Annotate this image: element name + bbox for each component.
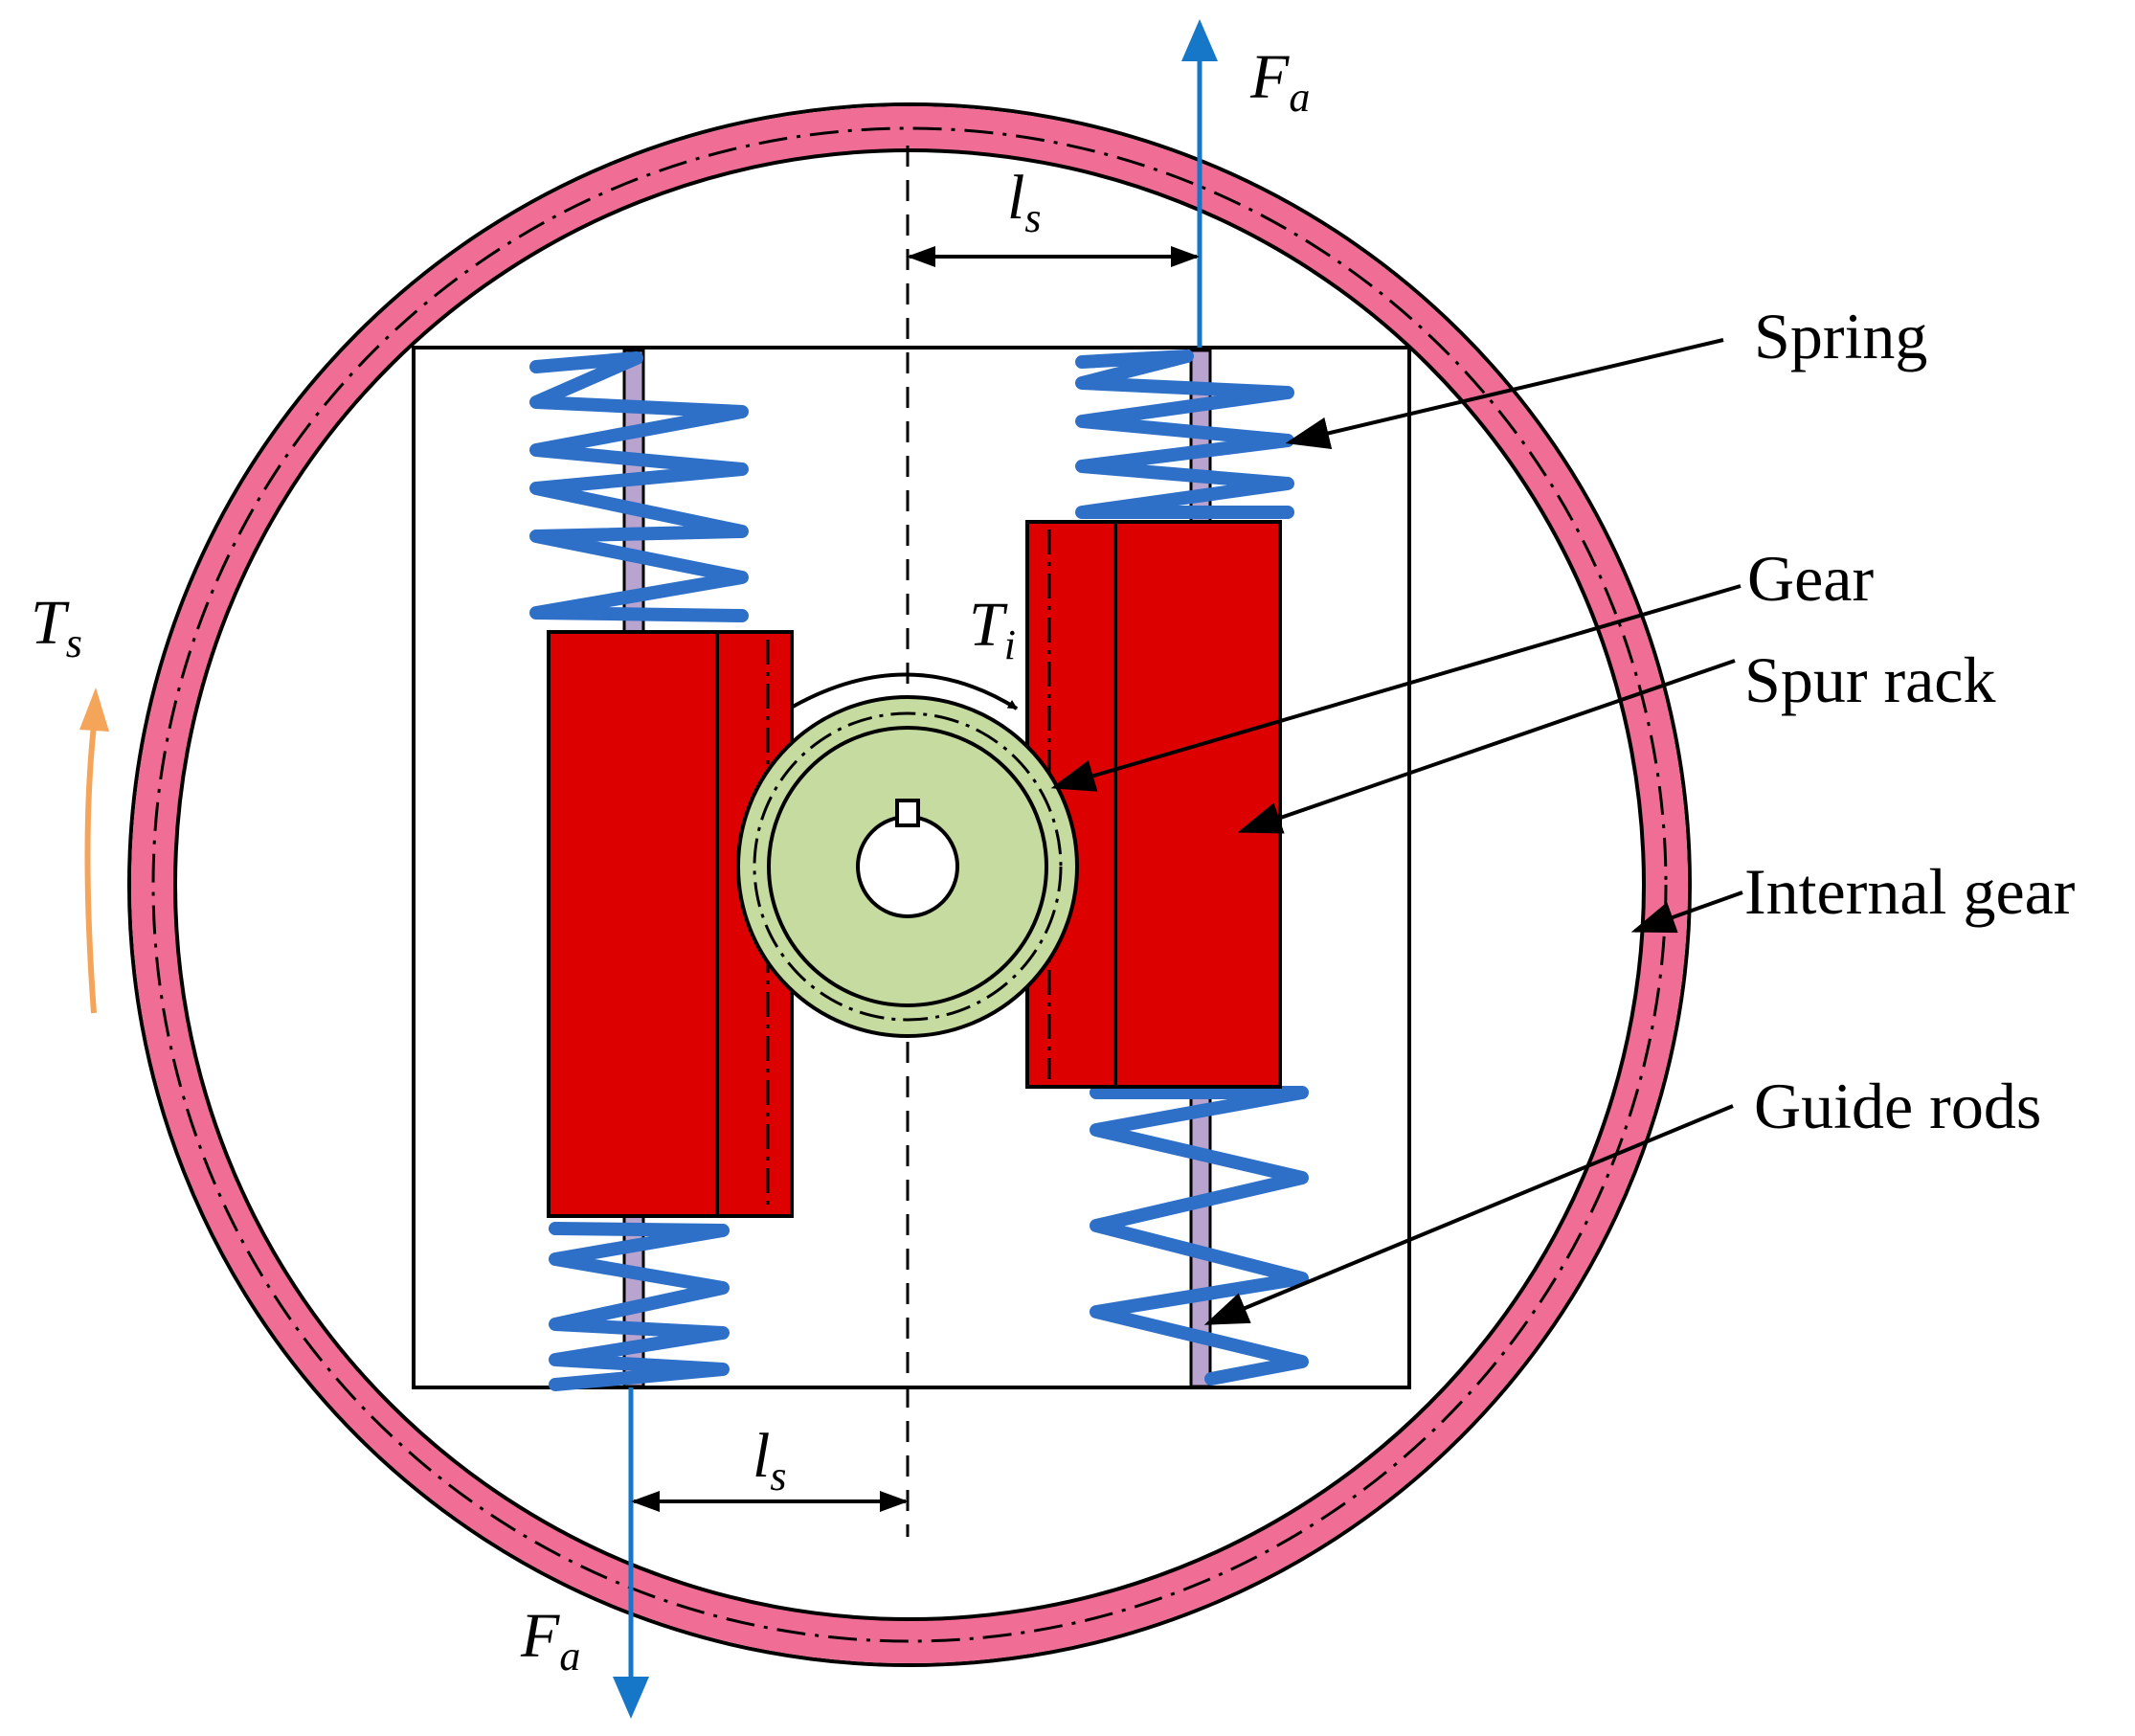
pitch-circle: [151, 126, 1668, 1643]
symbol-fa-bottom: Fa: [520, 1601, 580, 1680]
symbol-ls-bottom: ls: [753, 1421, 786, 1499]
leader-lines: [1050, 338, 1743, 1325]
frame-box: [412, 346, 1411, 1389]
torque-output-arrow: [79, 688, 109, 1014]
springs: [529, 349, 1309, 1391]
force-arrow-top: [1181, 19, 1218, 348]
leader-spur-rack: [1237, 659, 1736, 834]
arrow-up-icon: [1181, 19, 1218, 61]
symbol-fa-top: Fa: [1249, 42, 1310, 121]
spring-lower-right: [1090, 1086, 1309, 1386]
spur-rack-right: [1025, 520, 1282, 1089]
spring-lower-left: [549, 1222, 730, 1391]
gear-keyway: [895, 799, 920, 827]
force-arrow-bottom: [613, 1387, 649, 1719]
label-internal-gear: Internal gear: [1744, 855, 2076, 928]
leader-guide-rods: [1203, 1104, 1734, 1325]
leader-internal-gear: [1630, 891, 1743, 934]
symbol-ti: Ti: [969, 590, 1016, 668]
label-gear: Gear: [1747, 542, 1874, 615]
leader-gear: [1050, 584, 1742, 792]
curved-arrow-up-icon: [79, 688, 109, 732]
torque-input-arc: [792, 672, 1019, 710]
symbol-ts: Ts: [31, 588, 82, 666]
spring-upper-left: [529, 351, 749, 622]
label-spring: Spring: [1754, 300, 1927, 372]
label-guide-rods: Guide rods: [1754, 1070, 2041, 1142]
gear: [736, 695, 1079, 1038]
gear-bore: [856, 815, 959, 918]
label-spur-rack: Spur rack: [1744, 643, 1995, 716]
arrow-down-icon: [613, 1677, 649, 1719]
leader-spring: [1285, 338, 1724, 450]
symbol-ls-top: ls: [1007, 163, 1041, 241]
internal-gear: [127, 102, 1692, 1667]
spring-upper-right: [1075, 349, 1294, 519]
